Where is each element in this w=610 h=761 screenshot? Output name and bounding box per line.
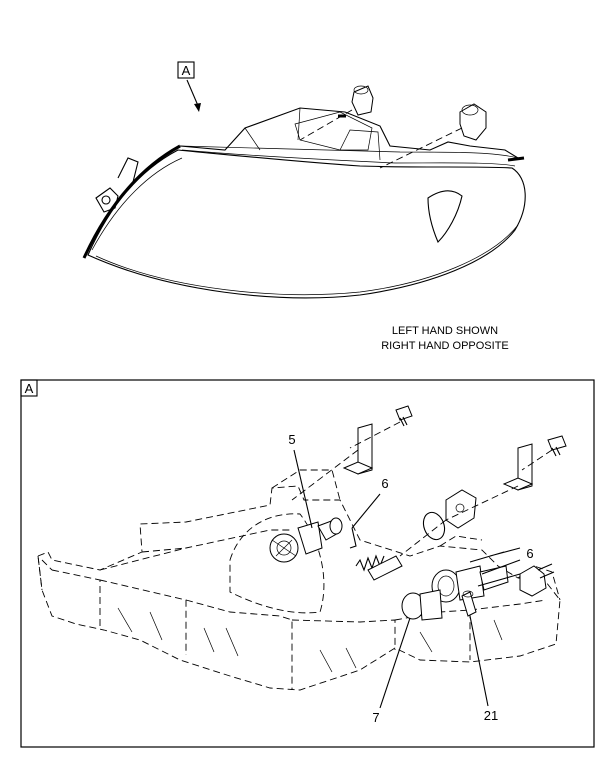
bracket-right (502, 443, 534, 491)
svg-text:7: 7 (372, 710, 379, 725)
note-line-2: RIGHT HAND OPPOSITE (381, 340, 509, 352)
svg-text:6: 6 (526, 546, 533, 561)
callout-7: 7 (372, 617, 411, 725)
spring-clip (349, 527, 357, 549)
adjuster-cap (351, 85, 374, 116)
view-marker-arrow (186, 79, 200, 109)
screw (395, 405, 413, 427)
callout-5: 5 (288, 432, 313, 529)
detail-frame (20, 379, 595, 748)
headlamp-assembly: A (82, 61, 526, 299)
adjuster-mechanism (269, 517, 343, 563)
detail-marker-box (20, 379, 38, 397)
marker-bulb (461, 590, 477, 617)
mounting-tab (95, 187, 119, 213)
svg-text:5: 5 (288, 432, 295, 447)
callout-6-right: 6 (481, 546, 534, 575)
adjuster-cap (459, 103, 487, 141)
headlamp-bulb (401, 589, 443, 621)
svg-text:6: 6 (381, 476, 388, 491)
mounting-flange (445, 489, 477, 529)
housing-body (179, 107, 519, 159)
bracket-left (342, 423, 374, 475)
view-marker-box (177, 61, 195, 79)
note-line-1: LEFT HAND SHOWN (392, 325, 498, 337)
callout-21: 21 (469, 615, 498, 723)
view-marker-label: A (182, 63, 191, 78)
svg-text:21: 21 (484, 708, 498, 723)
lens-outline (87, 149, 526, 299)
detail-marker-label: A (25, 381, 34, 396)
callout-6-left: 6 (351, 476, 389, 529)
housing-detail (37, 405, 567, 691)
screw (547, 435, 567, 457)
